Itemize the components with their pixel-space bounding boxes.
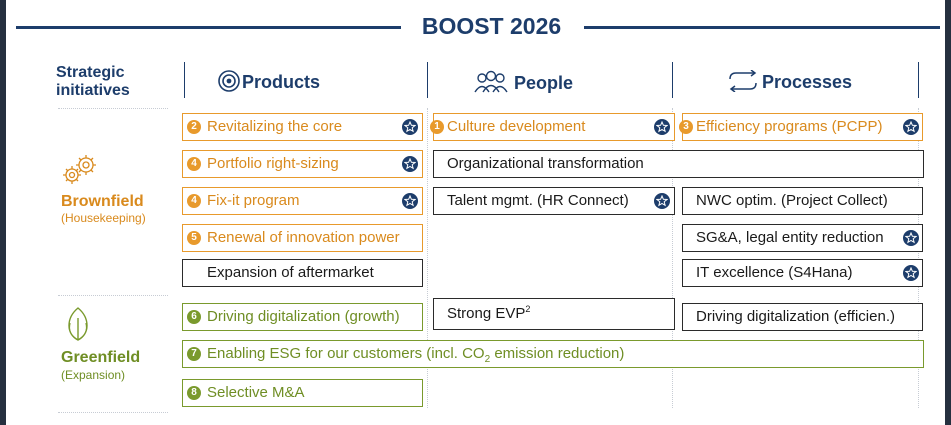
priority-number: 5: [187, 231, 201, 245]
initiative-box: SG&A, legal entity reduction: [682, 224, 923, 252]
gears-icon: [63, 155, 96, 184]
star-badge-icon: [903, 265, 919, 281]
section-greenfield-sub: (Expansion): [61, 368, 126, 382]
column-header-processes: Processes: [724, 69, 853, 93]
priority-number: 8: [187, 386, 201, 400]
column-header-people: People: [473, 70, 573, 94]
initiative-label: Fix-it program: [207, 192, 300, 209]
column-divider: [184, 62, 185, 98]
initiative-box: 5 Renewal of innovation power: [182, 224, 423, 252]
initiative-box: 2 Revitalizing the core: [182, 113, 423, 141]
initiative-label: Strong EVP2: [447, 304, 531, 322]
star-badge-icon: [654, 119, 670, 135]
products-icon: [218, 70, 240, 92]
initiative-label: Talent mgmt. (HR Connect): [447, 192, 629, 209]
strategic-label-line1: Strategic: [56, 64, 125, 81]
initiative-box: Driving digitalization (efficien.): [682, 303, 923, 331]
grid-guide: [58, 295, 168, 296]
star-badge-icon: [903, 230, 919, 246]
initiative-box: 1 Culture development: [430, 113, 675, 141]
section-brownfield-sub: (Housekeeping): [61, 211, 146, 225]
initiative-label: Renewal of innovation power: [207, 229, 400, 246]
initiative-label: Driving digitalization (efficien.): [696, 308, 895, 325]
column-header-products: Products: [216, 70, 320, 93]
title-rule-right: [584, 26, 940, 29]
grid-guide: [58, 412, 168, 413]
section-greenfield-label: Greenfield: [61, 349, 141, 366]
star-badge-icon: [654, 193, 670, 209]
priority-number: 6: [187, 310, 201, 324]
initiative-label: Enabling ESG for our customers (incl. CO…: [207, 345, 625, 365]
initiative-label: Revitalizing the core: [207, 118, 343, 135]
grid-guide: [58, 108, 168, 109]
priority-number: 2: [187, 120, 201, 134]
initiative-box: Talent mgmt. (HR Connect): [433, 187, 675, 215]
column-header-products-label: Products: [242, 72, 321, 92]
initiative-box: 3 Efficiency programs (PCPP): [679, 113, 923, 141]
initiative-box: 6 Driving digitalization (growth): [182, 303, 423, 331]
initiative-label: Portfolio right-sizing: [207, 155, 339, 172]
initiative-box-esg: 7 Enabling ESG for our customers (incl. …: [182, 340, 924, 368]
initiative-label: IT excellence (S4Hana): [696, 264, 853, 281]
column-header-processes-label: Processes: [762, 72, 853, 92]
star-badge-icon: [402, 193, 418, 209]
priority-number: 4: [187, 157, 201, 171]
page-title: BOOST 2026: [421, 13, 562, 39]
initiative-box: Expansion of aftermarket: [182, 259, 423, 287]
initiative-label: NWC optim. (Project Collect): [696, 192, 888, 209]
initiative-label: Organizational transformation: [447, 155, 644, 172]
priority-number: 3: [679, 120, 693, 134]
initiative-box: Strong EVP2: [433, 298, 675, 330]
slide-panel: BOOST 2026 Strategic initiatives Product…: [6, 0, 945, 425]
section-brownfield-label: Brownfield: [61, 193, 144, 210]
people-icon: [474, 70, 508, 93]
star-badge-icon: [903, 119, 919, 135]
priority-number: 7: [187, 347, 201, 361]
initiative-box: 8 Selective M&A: [182, 379, 423, 407]
grid-guide: [918, 108, 919, 408]
priority-number: 1: [430, 120, 444, 134]
priority-number: 4: [187, 194, 201, 208]
initiative-box: 4 Fix-it program: [182, 187, 423, 215]
initiative-box: Organizational transformation: [433, 150, 924, 178]
initiative-box: IT excellence (S4Hana): [682, 259, 923, 287]
initiative-box: 4 Portfolio right-sizing: [182, 150, 423, 178]
star-badge-icon: [402, 119, 418, 135]
initiative-label: Driving digitalization (growth): [207, 308, 400, 325]
grid-guide: [427, 108, 428, 408]
column-divider: [672, 62, 673, 98]
initiative-label: SG&A, legal entity reduction: [696, 229, 884, 246]
initiative-label: Culture development: [447, 118, 586, 135]
initiative-box: NWC optim. (Project Collect): [682, 187, 923, 215]
star-badge-icon: [402, 156, 418, 172]
initiative-label: Expansion of aftermarket: [207, 264, 374, 281]
column-divider: [918, 62, 919, 98]
strategic-label-line2: initiatives: [56, 82, 130, 99]
initiative-label: Efficiency programs (PCPP): [696, 118, 883, 135]
leaf-icon: [68, 307, 88, 341]
column-header-people-label: People: [514, 73, 574, 93]
initiative-label: Selective M&A: [207, 384, 305, 401]
processes-icon: [729, 69, 757, 93]
strategic-initiatives-label: Strategic initiatives: [56, 64, 130, 100]
column-divider: [427, 62, 428, 98]
title-rule-left: [16, 26, 401, 29]
grid-guide: [672, 108, 673, 408]
